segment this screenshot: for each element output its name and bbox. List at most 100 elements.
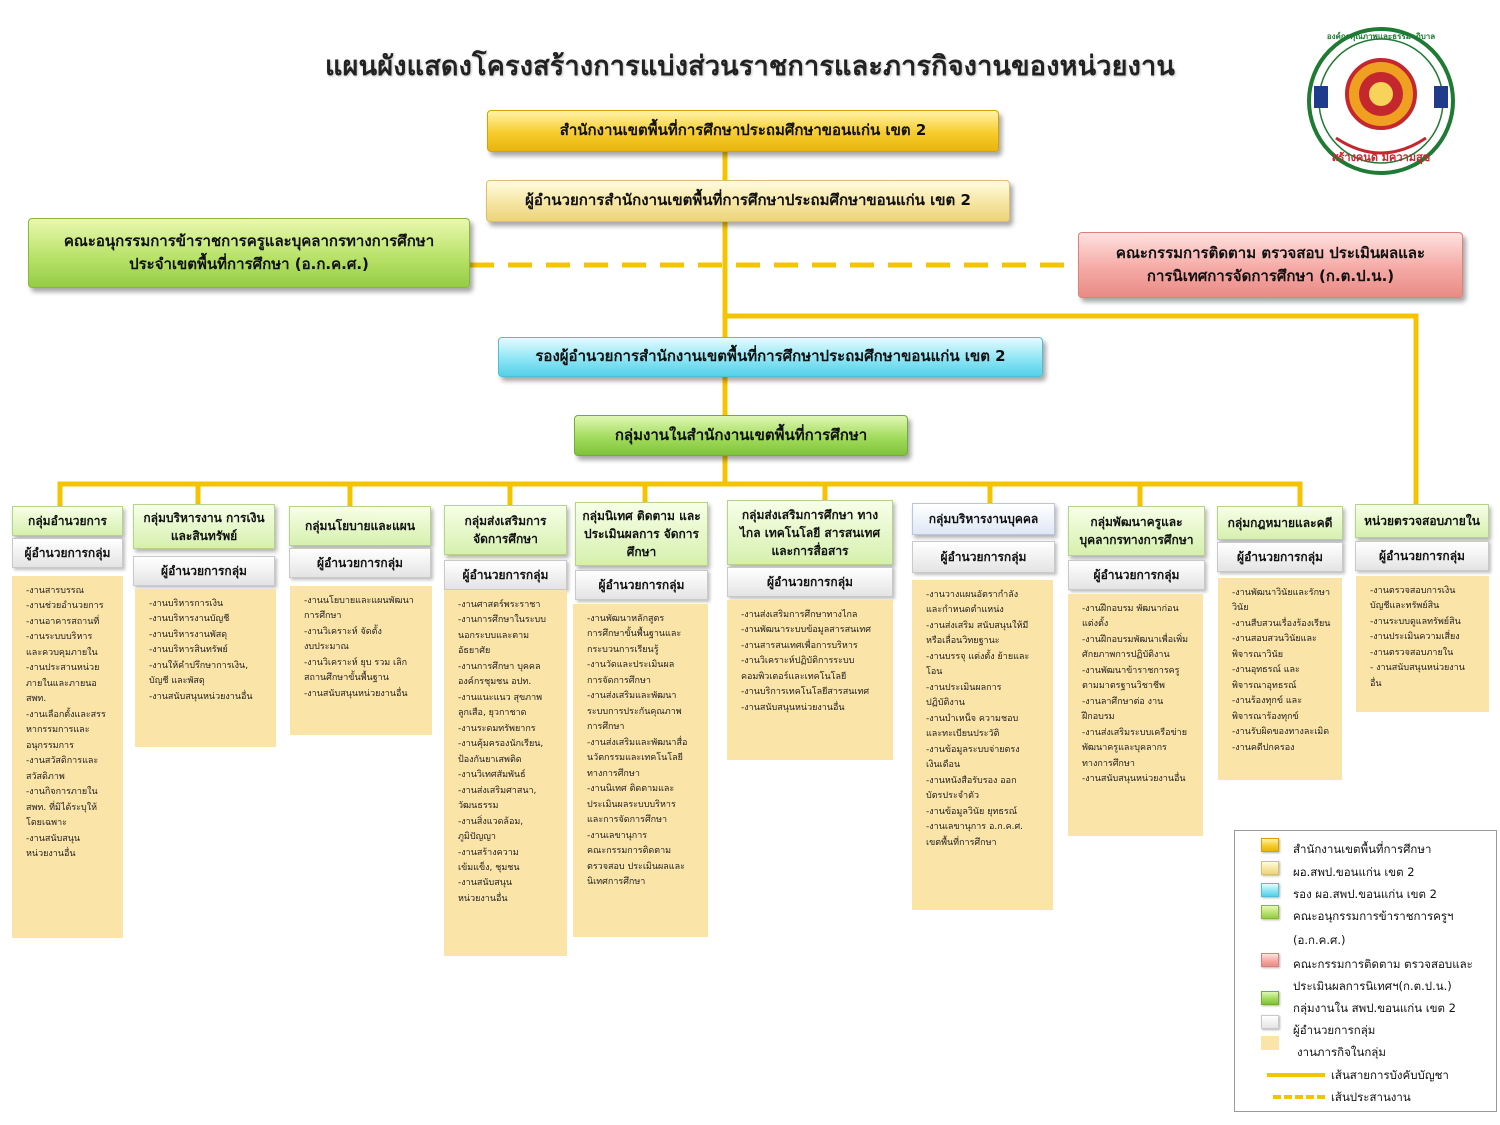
task-item: -งานสนับสนุนหน่วยงานอื่น: [741, 702, 845, 713]
task-item: -งานวางแผนอัตรากำลัง: [926, 590, 1019, 600]
task-item: ประเมินผลระบบบริหาร: [587, 799, 676, 810]
task-item: -งานส่งเสริมและพัฒนา: [587, 691, 677, 702]
legend-item: รอง ผอ.สพป.ขอนแก่น เขต 2: [1293, 887, 1437, 901]
task-item: -งานการศึกษา บุคคล: [458, 661, 541, 672]
task-item: -งานนโยบายและแผนพัฒนา: [304, 596, 414, 606]
task-item: และควบคุมภายใน: [26, 647, 98, 658]
logo-seal-icon: [1307, 27, 1455, 175]
task-item: วัฒนธรรม: [458, 801, 499, 812]
legend-item: ผอ.สพป.ขอนแก่น เขต 2: [1293, 865, 1415, 879]
task-item: -งานอาคารสถานที่: [26, 616, 100, 627]
task-item: หรือเลื่อนวิทยฐานะ: [926, 636, 1000, 647]
page-title: แผนผังแสดงโครงสร้างการแบ่งส่วนราชการและภ…: [324, 51, 1176, 82]
task-item: เงินเดือน: [926, 760, 961, 771]
task-item: -งานพัฒนาระบบข้อมูลสารสนเทศ: [741, 625, 871, 636]
task-item: -งานพัฒนาวินัยและรักษา: [1232, 588, 1331, 598]
task-item: -งานบำเหน็จ ความชอบ: [926, 713, 1019, 724]
group-manager: ผู้อำนวยการกลุ่ม: [912, 541, 1055, 573]
task-item: -งานหนังสือรับรอง ออก: [926, 775, 1017, 786]
task-item: -งานพัฒนาข้าราชการครู: [1082, 665, 1180, 676]
task-item: -งานร้องทุกข์ และ: [1232, 696, 1303, 707]
task-item: อื่น: [1370, 678, 1382, 689]
group-title: กลุ่มอำนวยการ: [12, 506, 123, 536]
task-item: ตรวจสอบ ประเมินผลและ: [587, 861, 685, 872]
task-item: นวัตกรรมและเทคโนโลยี: [587, 753, 683, 764]
task-item: นอกระบบและตาม: [458, 630, 530, 641]
task-item: และทะเบียนประวัติ: [926, 729, 1000, 740]
task-item: การศึกษา: [304, 611, 342, 622]
legend-item: กลุ่มงานใน สพป.ขอนแก่น เขต 2: [1293, 1001, 1456, 1015]
task-item: -งานสนับสนุน: [458, 878, 513, 889]
task-item: -งานวัดและประเมินผล: [587, 660, 675, 671]
task-list: -งานนโยบายและแผนพัฒนาการศึกษา-งานวิเคราะ…: [290, 586, 432, 735]
task-item: -งานคุ้มครองนักเรียน,: [458, 739, 544, 750]
task-item: -งานกิจการภายใน: [26, 787, 98, 798]
legend-solid-line: [1267, 1073, 1325, 1077]
task-item: -งานเลือกตั้งและสรร: [26, 709, 106, 720]
committee-ktpn-line2: การนิเทศการจัดการศึกษา (ก.ต.ป.น.): [1146, 267, 1395, 285]
director-box: ผู้อำนวยการสำนักงานเขตพื้นที่การศึกษาประ…: [486, 180, 1010, 222]
task-item: โอน: [926, 667, 943, 678]
task-item: -งานฝึกอบรมพัฒนาเพื่อเพิ่ม: [1082, 634, 1189, 645]
group-title: กลุ่มนโยบายและแผน: [289, 506, 431, 546]
task-item: คอมพิวเตอร์และเทคโนโลยี: [741, 671, 847, 682]
group-title: กลุ่มนิเทศ ติดตาม และประเมินผลการ จัดการ…: [575, 502, 708, 566]
legend-swatch-director: [1261, 861, 1279, 875]
task-item: นิเทศการศึกษา: [587, 876, 646, 887]
task-item: -งานบริหารงานบัญชี: [149, 614, 230, 625]
task-item: งบประมาณ: [304, 642, 349, 653]
legend-item: สำนักงานเขตพื้นที่การศึกษา: [1293, 842, 1432, 856]
legend: สำนักงานเขตพื้นที่การศึกษา ผอ.สพป.ขอนแก่…: [1234, 830, 1497, 1112]
task-item: บัตรประจำตัว: [926, 791, 979, 802]
group-manager: ผู้อำนวยการกลุ่ม: [1217, 542, 1343, 572]
task-item: -งานบริหารการเงิน: [149, 599, 224, 609]
task-item: -งานบริการเทคโนโลยีสารสนเทศ: [741, 687, 870, 698]
task-list: -งานศาสตร์พระราชา-งานการศึกษาในระบบนอกระ…: [444, 590, 567, 956]
task-list: -งานวางแผนอัตรากำลังและกำหนดตำแหน่ง-งานส…: [912, 580, 1053, 910]
logo-top-text: องค์กรคุณภาพและธรรมาภิบาล: [1326, 32, 1436, 41]
task-item: -งานสร้างความ: [458, 847, 519, 858]
group-title: กลุ่มกฎหมายและคดี: [1217, 506, 1343, 540]
task-item: สวัสดิภาพ: [26, 771, 65, 782]
legend-swatch-okks: [1261, 905, 1279, 919]
task-item: -งานแนะแนว สุขภาพ: [458, 692, 543, 703]
task-item: หากรรมการและ: [26, 725, 90, 736]
task-item: ศักยภาพการปฏิบัติงาน: [1082, 650, 1170, 661]
group-title: กลุ่มบริหารงานบุคคล: [912, 503, 1055, 535]
task-item: -งานส่งเสริม สนับสนุนให้มี: [926, 620, 1029, 631]
task-item: ภูมิปัญญา: [458, 832, 496, 843]
group-manager: ผู้อำนวยการกลุ่ม: [1068, 560, 1205, 590]
office-box: สำนักงานเขตพื้นที่การศึกษาประถมศึกษาขอนแ…: [487, 110, 999, 152]
task-list: -งานบริหารการเงิน-งานบริหารงานบัญชี-งานบ…: [135, 589, 276, 747]
task-item: หน่วยงานอื่น: [458, 893, 508, 904]
task-item: การศึกษาขั้นพื้นฐานและ: [587, 629, 682, 640]
legend-swatch-groups: [1261, 991, 1279, 1005]
task-item: -งานนิเทศ ติดตามและ: [587, 784, 675, 795]
legend-swatch-manager: [1261, 1015, 1279, 1029]
legend-item: (อ.ก.ค.ศ.): [1293, 933, 1346, 947]
task-item: -งานสนับสนุนหน่วยงานอื่น: [149, 691, 253, 702]
task-item: ลูกเสือ, ยุวกาชาด: [458, 708, 527, 719]
task-item: -งานสนับสนุนหน่วยงานอื่น: [304, 688, 408, 699]
task-list: -งานฝึกอบรม พัฒนาก่อนแต่งตั้ง -งานฝึกอบรม…: [1068, 594, 1203, 836]
legend-swatch-ktpn: [1261, 953, 1279, 967]
task-item: แต่งตั้ง: [1082, 619, 1109, 630]
group-title: กลุ่มพัฒนาครูและ บุคลากรทางการศึกษา: [1068, 506, 1205, 556]
logo-bottom-text: สร้างคนดี มีความสุข: [1331, 151, 1431, 164]
legend-swatch-tasks: [1261, 1036, 1279, 1050]
task-item: บัญชี และพัสดุ: [149, 676, 205, 687]
task-item: -งานสอบสวนวินัยและ: [1232, 634, 1317, 645]
task-item: -งานฝึกอบรม พัฒนาก่อน: [1082, 604, 1179, 614]
legend-item: ประเมินผลการนิเทศฯ(ก.ต.ป.น.): [1293, 979, 1452, 993]
task-item: -งานประเมินความเสี่ยง: [1370, 632, 1460, 643]
task-item: -งานข้อมูลวินัย ยุทธรณ์: [926, 806, 1018, 817]
group-title: กลุ่มส่งเสริมการศึกษา ทางไกล เทคโนโลยี ส…: [727, 500, 893, 565]
task-item: ระบบการประกันคุณภาพ: [587, 706, 682, 717]
task-item: -งานสนับสนุน: [26, 833, 81, 844]
task-item: -งานข้อมูลระบบจ่ายตรง: [926, 744, 1020, 755]
task-item: เข้มแข็ง, ชุมชน: [458, 862, 520, 873]
task-item: ทางการศึกษา: [587, 768, 640, 779]
group-manager: ผู้อำนวยการกลุ่ม: [12, 538, 123, 568]
task-item: -งานส่งเสริมศาสนา,: [458, 785, 537, 796]
task-item: -งานระบบบริหาร: [26, 632, 93, 643]
